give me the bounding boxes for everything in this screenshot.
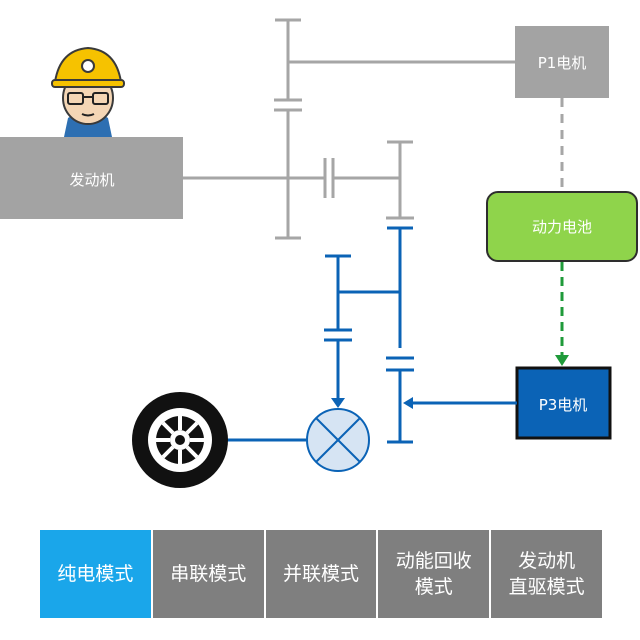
tab-parallel-mode[interactable]: 并联模式: [265, 530, 377, 618]
mode-tab-bar: 纯电模式 串联模式 并联模式 动能回收 模式 发动机 直驱模式: [40, 530, 602, 618]
p3-motor-label: P3电机: [539, 396, 588, 414]
engine-label: 发动机: [69, 171, 114, 189]
differential-arrow-head: [331, 398, 345, 408]
p3-motor-box: P3电机: [515, 366, 612, 440]
tab-series-mode[interactable]: 串联模式: [152, 530, 264, 618]
engine-box: 发动机: [0, 137, 183, 219]
tab-label-line1: 并联模式: [282, 563, 359, 585]
p3-drive-path: [324, 226, 517, 444]
tab-label-line1: 动能回收: [395, 550, 472, 572]
wheel-icon: [132, 392, 228, 488]
battery-box: 动力电池: [486, 191, 638, 262]
battery-to-p3-flow: [555, 262, 569, 366]
p1-motor-label: P1电机: [538, 54, 587, 72]
tab-engine-direct-drive-mode[interactable]: 发动机 直驱模式: [491, 530, 602, 618]
tab-label-line2: 直驱模式: [508, 576, 585, 598]
battery-label: 动力电池: [532, 218, 592, 236]
differential-icon: [306, 408, 370, 472]
p1-motor-box: P1电机: [515, 26, 609, 98]
worker-avatar-icon: [40, 45, 132, 137]
tab-label-line1: 串联模式: [170, 563, 247, 585]
tab-pure-electric-mode[interactable]: 纯电模式: [40, 530, 151, 618]
tab-label-line1: 发动机: [518, 550, 576, 572]
p3-arrow-head: [403, 397, 413, 409]
tab-label-line2: 模式: [414, 576, 453, 598]
tab-label-line1: 纯电模式: [57, 563, 134, 585]
engine-gear-train: [183, 18, 515, 240]
tab-regeneration-mode[interactable]: 动能回收 模式: [378, 530, 490, 618]
